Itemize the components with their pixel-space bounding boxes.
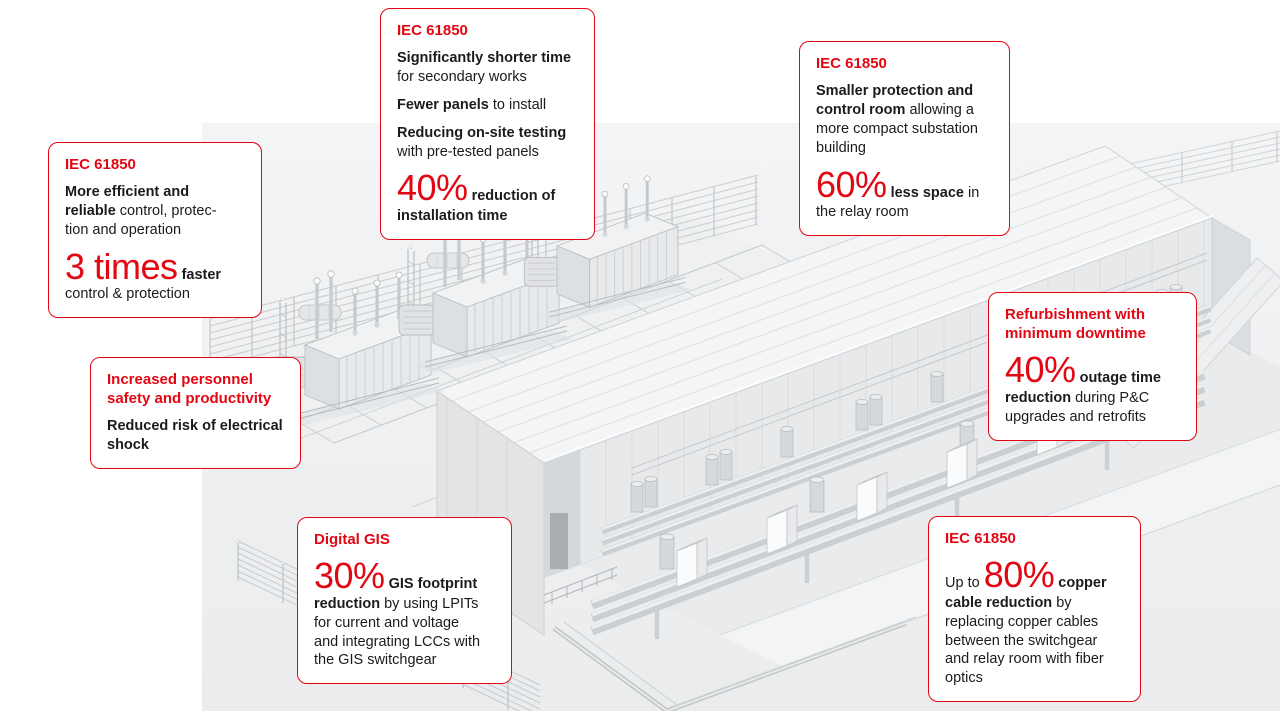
safety-railing [543, 566, 618, 604]
callout-body: More efficient and reliable control, pro… [65, 184, 222, 303]
callout-control-protection: IEC 61850 More efficient and reliable co… [48, 142, 262, 319]
callout-body: Significantly shorter time for secondary… [397, 50, 572, 225]
callout-digital-gis-footprint: Digital GIS 30% GIS footprint reduction … [297, 517, 512, 685]
roof-seams [451, 155, 1198, 454]
callout-body: Smaller protection and control room allo… [816, 83, 980, 221]
callout-title: Refurbishment with minimum downtime [1005, 306, 1146, 343]
callout-body: Reduced risk of electrical shock [107, 418, 283, 454]
callout-relay-room-space: IEC 61850 Smaller protection and control… [799, 41, 1010, 237]
callout-refurbishment-downtime: Refurbishment with minimum downtime 40% … [988, 292, 1197, 441]
callout-installation-time: IEC 61850 Significantly shorter time for… [380, 8, 595, 240]
cable-trench [552, 616, 917, 711]
callout-personnel-safety: Increased personnel safety and productiv… [90, 357, 301, 470]
callout-title: Increased personnel safety and productiv… [107, 371, 272, 408]
callout-body: 40% outage time reduction during P&C upg… [1005, 349, 1161, 425]
callout-title: IEC 61850 [65, 156, 136, 173]
callout-body: 30% GIS footprint reduction by using LPI… [314, 555, 481, 669]
callout-body: Up to 80% copper cable reduction by repl… [945, 554, 1107, 687]
callout-title: IEC 61850 [945, 530, 1016, 547]
door-opening [550, 513, 568, 569]
callout-title: Digital GIS [314, 531, 390, 548]
callout-title: IEC 61850 [397, 22, 468, 39]
callout-title: IEC 61850 [816, 55, 887, 72]
callout-copper-cable-reduction: IEC 61850 Up to 80% copper cable reducti… [928, 516, 1141, 703]
